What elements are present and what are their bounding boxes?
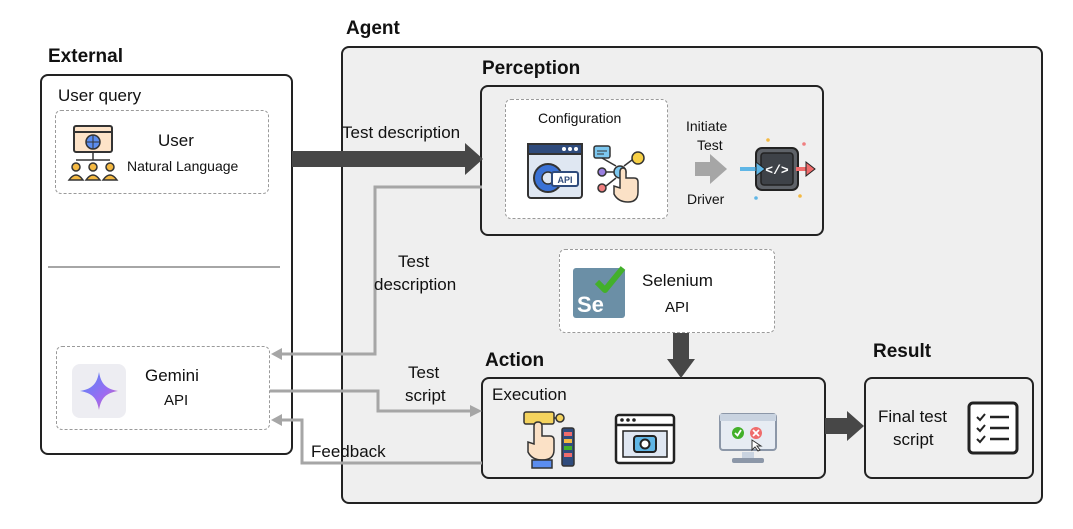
gemini-star-icon	[72, 364, 126, 418]
arrowhead-feedback-in	[271, 414, 282, 426]
users-web-icon	[67, 125, 119, 181]
svg-text:API: API	[557, 175, 572, 185]
edge-initiate-driver	[695, 154, 727, 184]
edge-label-test-description: Test description	[342, 123, 461, 142]
edge-action-to-result	[825, 411, 864, 441]
test-label: Test	[697, 137, 723, 153]
edge-label-test-description-2a: Test	[398, 252, 430, 271]
gear-api-icon: API	[527, 143, 583, 199]
result-title: Result	[873, 341, 932, 362]
gemini-title: Gemini	[145, 366, 199, 385]
edge-label-test-description-2b: description	[374, 275, 457, 294]
edge-label-test-script-a: Test	[408, 363, 440, 382]
check-cross-monitor-icon	[719, 413, 777, 463]
arrowhead-action-in	[470, 405, 482, 417]
user-query-label: User query	[58, 86, 142, 105]
result-line-2: script	[893, 430, 934, 449]
external-divider	[48, 266, 280, 268]
execution-label: Execution	[492, 385, 567, 404]
code-terminal-icon: </>	[740, 138, 816, 200]
edge-gemini-to-action	[270, 389, 472, 413]
user-subtitle: Natural Language	[127, 158, 239, 174]
user-title: User	[158, 131, 194, 150]
agent-title: Agent	[346, 18, 400, 39]
edge-user-to-perception	[292, 143, 483, 175]
edge-label-test-script-b: script	[405, 386, 446, 405]
initiate-label: Initiate	[686, 118, 728, 134]
svg-text:</>: </>	[765, 163, 789, 178]
driver-label: Driver	[687, 191, 725, 207]
selenium-logo-text: Se	[577, 292, 604, 317]
flowchart-hand-icon	[593, 145, 645, 203]
perception-title: Perception	[482, 58, 581, 79]
arrowhead-gemini-in	[271, 348, 282, 360]
edge-feedback	[280, 418, 482, 465]
result-line-1: Final test	[878, 407, 947, 426]
selenium-logo-icon: Se	[573, 266, 626, 318]
camera-window-icon	[614, 413, 676, 465]
edge-label-feedback: Feedback	[311, 442, 386, 461]
checklist-icon	[967, 401, 1019, 455]
external-title: External	[48, 46, 123, 67]
click-hand-icon	[523, 411, 575, 469]
selenium-subtitle: API	[665, 299, 690, 316]
edge-selenium-to-action	[667, 333, 695, 378]
gemini-subtitle: API	[164, 392, 189, 409]
edge-perception-to-gemini	[280, 185, 482, 356]
action-title: Action	[485, 350, 545, 371]
configuration-label: Configuration	[538, 110, 622, 126]
selenium-title: Selenium	[642, 271, 713, 290]
